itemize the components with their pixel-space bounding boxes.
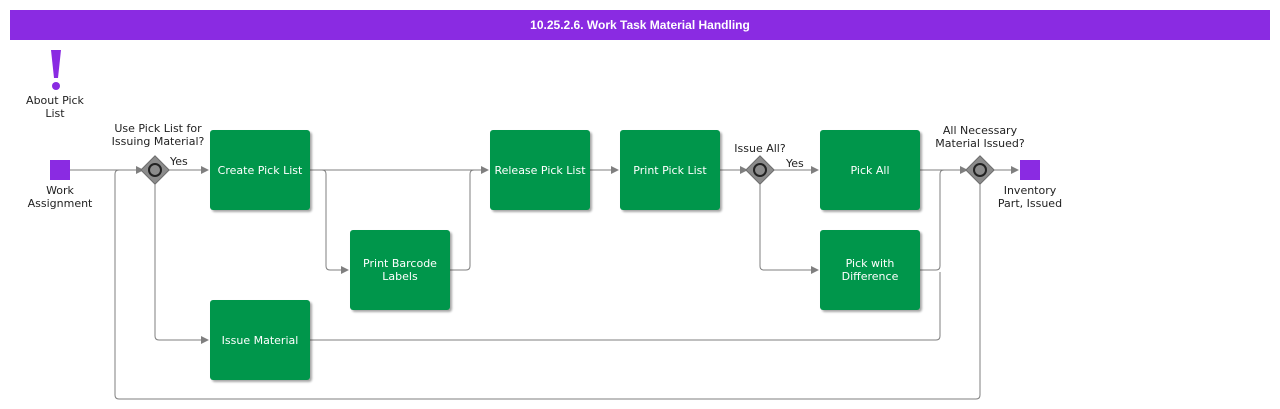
flow-create-to-barcode — [310, 169, 349, 274]
task-print-barcode-labels[interactable]: Print Barcode Labels — [350, 230, 450, 310]
flow-gateway3-loop-back — [114, 169, 981, 400]
end-event — [1020, 160, 1040, 180]
annotation-label: About Pick List — [26, 94, 84, 120]
gateway-1-yes-label: Yes — [170, 155, 188, 168]
gateway-2-label: Issue All? — [734, 142, 786, 155]
exclamation-icon — [47, 48, 65, 92]
gateway-3 — [965, 155, 995, 185]
end-event-label: Inventory Part, Issued — [997, 184, 1063, 210]
task-create-pick-list[interactable]: Create Pick List — [210, 130, 310, 210]
flow-pickdiff-to-gateway3 — [920, 169, 945, 271]
flow-issue-to-gateway3 — [310, 272, 941, 341]
flow-gateway2-to-pickdiff — [759, 182, 819, 274]
task-release-pick-list[interactable]: Release Pick List — [490, 130, 590, 210]
flow-barcode-to-release — [450, 169, 475, 271]
gateway-3-label: All Necessary Material Issued? — [935, 124, 1025, 150]
gateway-1-label: Use Pick List for Issuing Material? — [111, 122, 205, 148]
task-pick-all[interactable]: Pick All — [820, 130, 920, 210]
task-issue-material[interactable]: Issue Material — [210, 300, 310, 380]
task-print-pick-list[interactable]: Print Pick List — [620, 130, 720, 210]
start-event — [50, 160, 70, 180]
start-event-label: Work Assignment — [27, 184, 93, 210]
diagram-title: 10.25.2.6. Work Task Material Handling — [10, 10, 1270, 40]
flow-gateway1-to-issue — [154, 182, 209, 344]
gateway-1 — [140, 155, 170, 185]
gateway-2-yes-label: Yes — [786, 157, 804, 170]
gateway-2 — [745, 155, 775, 185]
task-pick-with-difference[interactable]: Pick with Difference — [820, 230, 920, 310]
